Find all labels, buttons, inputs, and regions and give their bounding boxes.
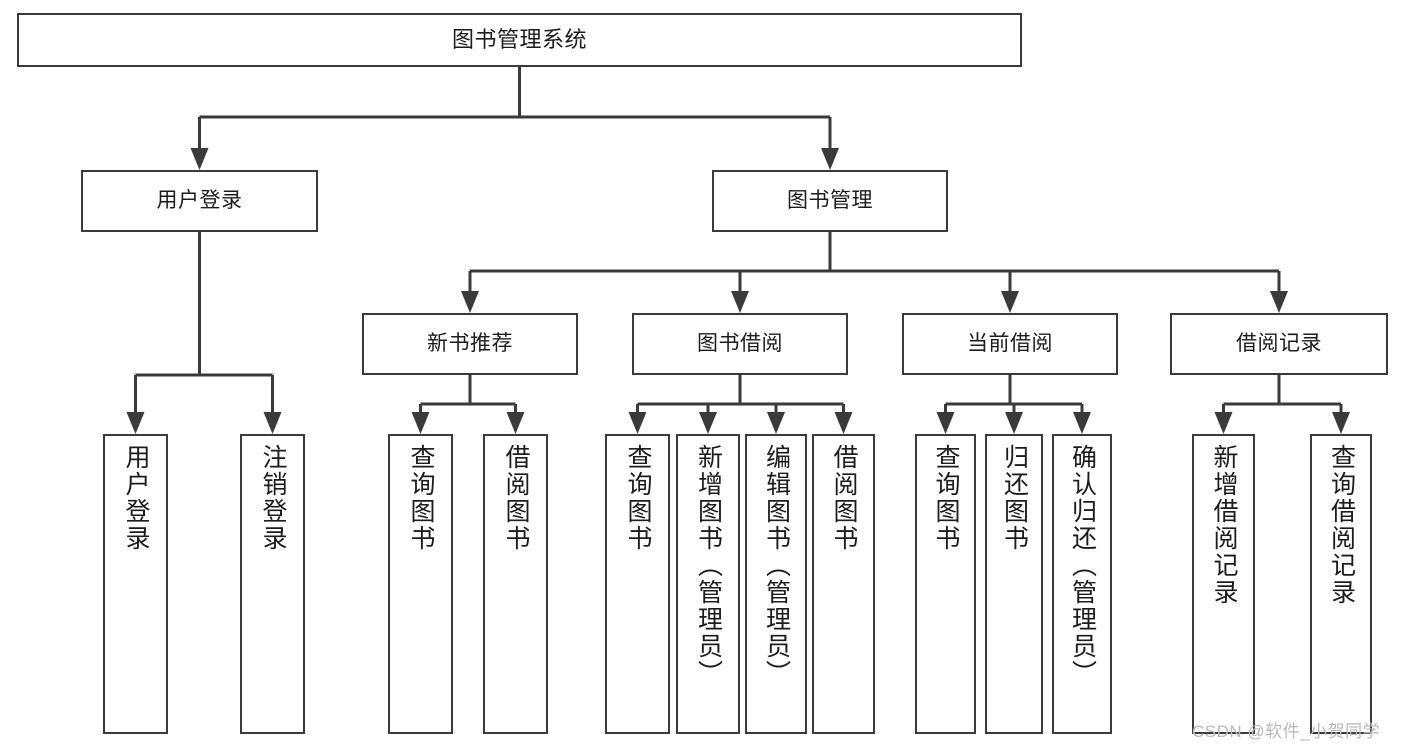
- arrowhead-icon: [506, 412, 525, 434]
- arrowhead-icon: [834, 412, 853, 434]
- arrowhead-icon: [190, 148, 209, 170]
- arrowhead-icon: [821, 148, 839, 170]
- node-label: 借阅图书: [502, 444, 530, 552]
- arrowhead-icon: [1270, 291, 1288, 313]
- node-label: 新书推荐: [427, 331, 513, 355]
- node-leaf-borrow-book-1[interactable]: 借阅图书: [483, 434, 548, 734]
- node-leaf-query-book-2[interactable]: 查询图书: [605, 434, 670, 734]
- node-label: 当前借阅: [967, 331, 1053, 355]
- node-label: 归还图书: [1000, 444, 1029, 552]
- node-leaf-borrow-book-2[interactable]: 借阅图书: [812, 434, 875, 734]
- arrowhead-icon: [1214, 412, 1233, 434]
- node-label: 借阅图书: [830, 444, 858, 552]
- arrowhead-icon: [628, 412, 647, 434]
- node-leaf-confirm-return[interactable]: 确认归还（管理员）: [1052, 434, 1112, 734]
- node-leaf-query-book-1[interactable]: 查询图书: [388, 434, 453, 734]
- node-label: 注销登录: [259, 444, 287, 552]
- node-user-login[interactable]: 用户登录: [81, 170, 318, 232]
- arrowhead-icon: [936, 412, 955, 434]
- arrowhead-icon: [699, 412, 717, 434]
- node-leaf-add-book[interactable]: 新增图书（管理员）: [676, 434, 740, 734]
- arrowhead-icon: [767, 412, 785, 434]
- node-label: 图书借阅: [697, 331, 783, 355]
- node-label: 查询图书: [624, 444, 652, 552]
- node-leaf-query-book-3[interactable]: 查询图书: [915, 434, 976, 734]
- node-label: 确认归还（管理员）: [1068, 444, 1097, 687]
- arrowhead-icon: [1332, 412, 1350, 434]
- arrowhead-icon: [126, 412, 145, 434]
- node-leaf-edit-book[interactable]: 编辑图书（管理员）: [745, 434, 807, 734]
- node-book-manage[interactable]: 图书管理: [712, 170, 948, 232]
- node-current-borrow[interactable]: 当前借阅: [902, 313, 1118, 375]
- node-label: 新增借阅记录: [1210, 444, 1238, 606]
- node-leaf-user-logout[interactable]: 注销登录: [240, 434, 305, 734]
- node-label: 查询图书: [407, 444, 435, 552]
- arrowhead-icon: [263, 412, 282, 434]
- arrowhead-icon: [731, 291, 749, 313]
- node-label: 用户登录: [156, 188, 243, 212]
- arrowhead-icon: [1005, 412, 1023, 434]
- arrowhead-icon: [1001, 291, 1019, 313]
- node-root[interactable]: 图书管理系统: [17, 13, 1022, 67]
- node-leaf-query-record[interactable]: 查询借阅记录: [1310, 434, 1372, 734]
- node-leaf-user-login[interactable]: 用户登录: [103, 434, 168, 734]
- node-leaf-return-book[interactable]: 归还图书: [985, 434, 1043, 734]
- node-borrow-record[interactable]: 借阅记录: [1170, 313, 1388, 375]
- node-label: 编辑图书（管理员）: [762, 444, 791, 687]
- arrowhead-icon: [1073, 412, 1091, 434]
- node-label: 图书管理: [787, 188, 873, 212]
- arrowhead-icon: [461, 291, 479, 313]
- node-label: 借阅记录: [1236, 331, 1322, 355]
- watermark: CSDN @软件_小贺同学: [1192, 722, 1381, 741]
- node-label: 查询图书: [932, 444, 960, 552]
- node-book-borrow[interactable]: 图书借阅: [632, 313, 848, 375]
- node-label: 图书管理系统: [451, 27, 587, 53]
- node-new-book-rec[interactable]: 新书推荐: [362, 313, 578, 375]
- node-label: 用户登录: [122, 444, 150, 552]
- arrowhead-icon: [411, 412, 430, 434]
- node-leaf-add-record[interactable]: 新增借阅记录: [1192, 434, 1255, 734]
- node-label: 新增图书（管理员）: [694, 444, 723, 687]
- node-label: 查询借阅记录: [1327, 444, 1356, 606]
